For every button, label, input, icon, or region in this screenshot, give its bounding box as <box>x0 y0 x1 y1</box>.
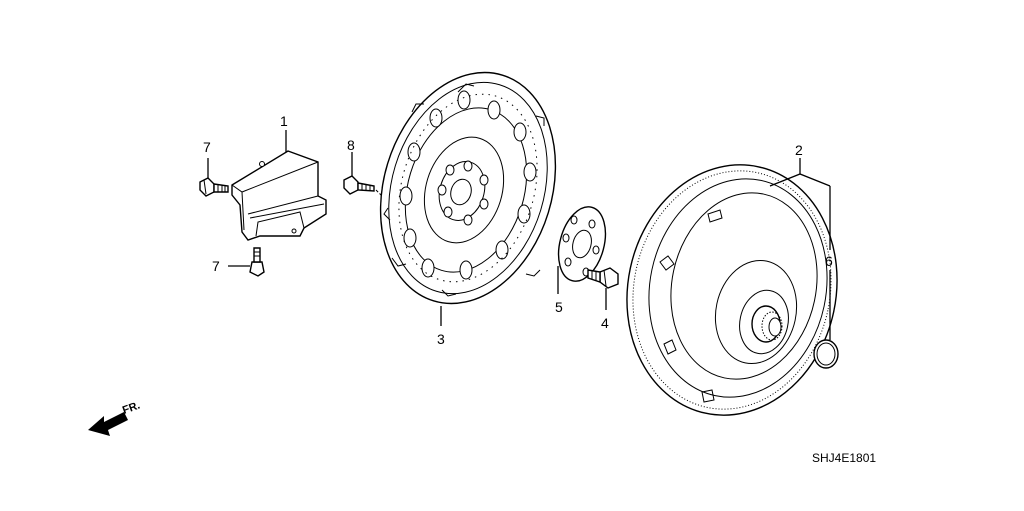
part-7-bolt-upper[interactable] <box>199 177 229 197</box>
part-4-bolt[interactable] <box>587 267 619 289</box>
part-3-drive-plate[interactable] <box>353 51 583 326</box>
part-7-bolt-lower[interactable] <box>249 247 265 277</box>
callout-7-upper: 7 <box>203 139 211 155</box>
callout-2: 2 <box>795 142 803 158</box>
callout-6: 6 <box>825 253 833 269</box>
callout-1: 1 <box>280 113 288 129</box>
part-5-washer-plate[interactable] <box>551 202 613 287</box>
diagram-code: SHJ4E1801 <box>812 451 876 465</box>
callout-5: 5 <box>555 299 563 315</box>
callout-7-lower: 7 <box>212 258 220 274</box>
leader-lines <box>207 130 831 340</box>
callout-8: 8 <box>347 137 355 153</box>
part-6-o-ring[interactable] <box>813 339 839 369</box>
part-8-bolt[interactable] <box>343 175 387 201</box>
callout-3: 3 <box>437 331 445 347</box>
callout-4: 4 <box>601 315 609 331</box>
part-2-torque-converter[interactable] <box>604 145 860 435</box>
part-1-cover-plate[interactable] <box>231 150 327 241</box>
front-direction-label: FR. <box>121 399 142 416</box>
front-direction-arrow-icon <box>88 412 128 436</box>
